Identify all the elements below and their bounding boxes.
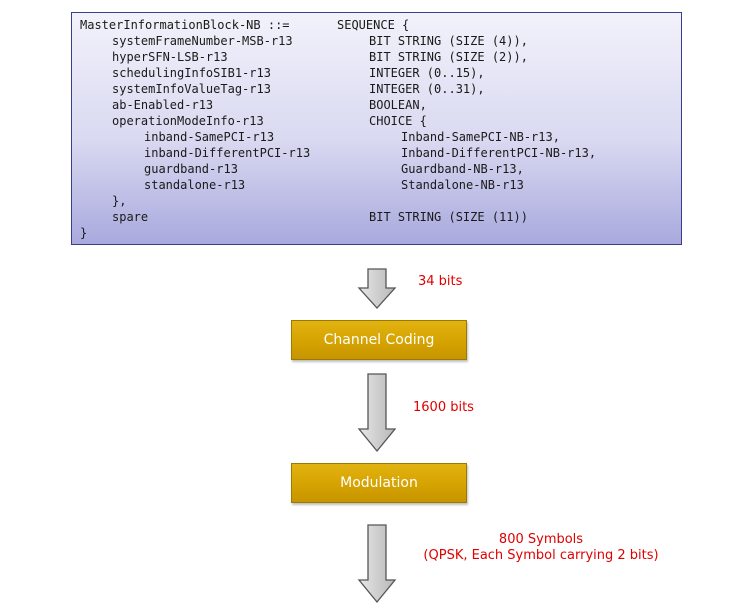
asn-type-2: BIT STRING (SIZE (2)), (369, 50, 528, 64)
symbols-label-line2: (QPSK, Each Symbol carrying 2 bits) (423, 548, 659, 563)
modulation-block: Modulation (291, 463, 467, 503)
asn-name-5: ab-Enabled-r13 (112, 98, 214, 112)
asn-name-1: systemFrameNumber-MSB-r13 (112, 34, 293, 48)
asn-name-12: spare (112, 210, 149, 224)
asn-type-1: BIT STRING (SIZE (4)), (369, 34, 528, 48)
asn-name-7: inband-SamePCI-r13 (144, 130, 275, 144)
channel-coding-block: Channel Coding (291, 320, 467, 360)
asn-type-3: INTEGER (0..15), (369, 66, 485, 80)
symbols-label-line1: 800 Symbols (498, 532, 584, 547)
asn-type-4: INTEGER (0..31), (369, 82, 485, 96)
asn-type-7: Inband-SamePCI-NB-r13, (401, 130, 560, 144)
asn-name-6: operationModeInfo-r13 (112, 114, 264, 128)
channel-coding-label: Channel Coding (323, 332, 435, 348)
asn-type-12: BIT STRING (SIZE (11)) (369, 210, 528, 224)
asn-name-13: } (80, 226, 88, 240)
asn-type-8: Inband-DifferentPCI-NB-r13, (401, 146, 597, 160)
asn-name-8: inband-DifferentPCI-r13 (144, 146, 311, 160)
symbols-label: 800 Symbols (QPSK, Each Symbol carrying … (413, 532, 669, 564)
down-arrow-icon (357, 268, 397, 309)
asn-type-0: SEQUENCE { (337, 18, 410, 32)
modulation-label: Modulation (340, 475, 418, 491)
asn-name-2: hyperSFN-LSB-r13 (112, 50, 228, 64)
asn-name-11: }, (112, 194, 127, 208)
asn-type-6: CHOICE { (369, 114, 427, 128)
bits-label-34: 34 bits (418, 274, 463, 289)
asn-name-3: schedulingInfoSIB1-r13 (112, 66, 271, 80)
bits-label-1600: 1600 bits (413, 400, 474, 415)
asn-type-5: BOOLEAN, (369, 98, 427, 112)
asn-name-4: systemInfoValueTag-r13 (112, 82, 271, 96)
down-arrow-icon (357, 373, 397, 453)
asn-name-10: standalone-r13 (144, 178, 246, 192)
asn1-definition-box: MasterInformationBlock-NB ::= systemFram… (71, 12, 682, 245)
asn-type-9: Guardband-NB-r13, (401, 162, 524, 176)
down-arrow-icon (357, 524, 397, 604)
asn-name-0: MasterInformationBlock-NB ::= (80, 18, 290, 32)
asn-type-10: Standalone-NB-r13 (401, 178, 524, 192)
asn-name-9: guardband-r13 (144, 162, 238, 176)
